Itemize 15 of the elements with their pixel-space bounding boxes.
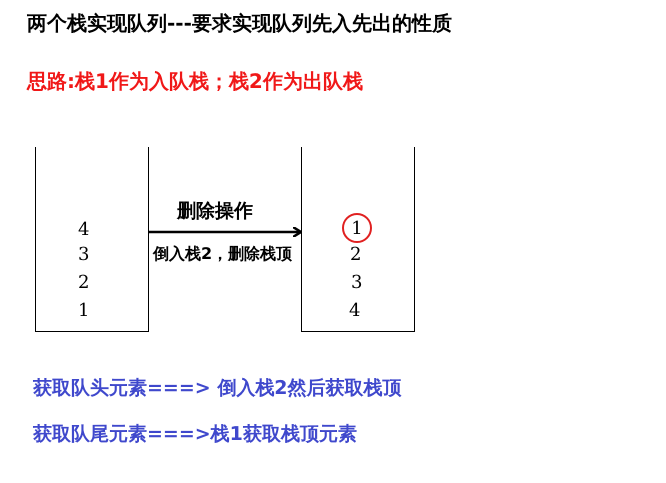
stack-container <box>35 147 149 332</box>
operation-note: 倒入栈2，删除栈顶 <box>153 244 292 265</box>
title: 两个栈实现队列---要求实现队列先入先出的性质 <box>27 10 452 37</box>
stack-item: 3 <box>78 245 90 265</box>
arrow <box>149 226 302 238</box>
method-note: 获取队头元素===> 倒入栈2然后获取栈顶 <box>33 375 402 401</box>
stack-item: 4 <box>78 220 90 240</box>
idea-note: 思路:栈1作为入队栈；栈2作为出队栈 <box>27 68 363 95</box>
stack-item: 3 <box>351 273 362 293</box>
stack-item: 2 <box>350 245 362 265</box>
circle-marker: 1 <box>342 213 372 243</box>
stack-item: 2 <box>78 273 90 293</box>
stack-container <box>301 147 415 332</box>
stack-item: 1 <box>78 301 90 321</box>
stack-item: 4 <box>349 301 360 321</box>
